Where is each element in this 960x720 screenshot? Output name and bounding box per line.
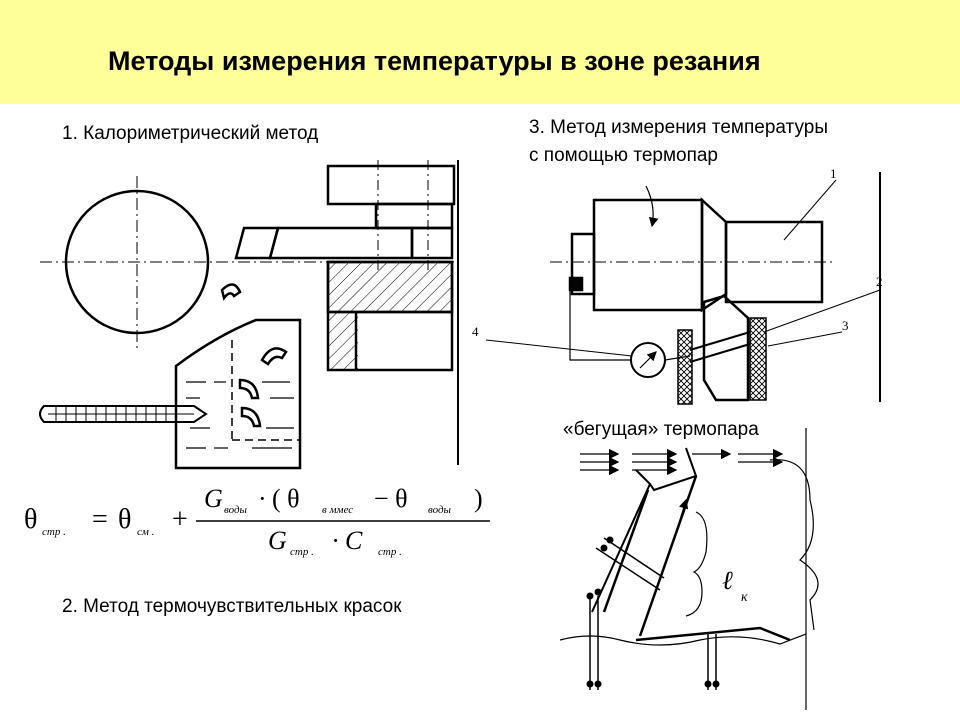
slide-title: Методы измерения температуры в зоне реза… — [108, 46, 761, 76]
method3-label-line1: 3. Метод измерения температуры — [529, 117, 828, 138]
formula-lhs-sub: стр . — [42, 526, 66, 538]
formula-num-close: ) — [474, 484, 483, 513]
insulation-left — [677, 329, 693, 405]
running-thermocouple-diagram — [559, 428, 819, 710]
calorimeter — [174, 318, 302, 470]
insulation-right — [749, 317, 767, 401]
method2-label: 2. Метод термочувствительных красок — [62, 596, 402, 617]
spindle-nose — [724, 220, 824, 304]
chip-inner — [649, 447, 698, 492]
formula-lhs: θ — [24, 504, 38, 535]
formula-num-open: ( θ — [272, 484, 300, 513]
formula-term1-sub: см . — [137, 526, 155, 538]
running-thermocouple-label: «бегущая» термопара — [563, 419, 759, 440]
formula-num-sub2: воды — [428, 504, 451, 516]
svg-text:4: 4 — [472, 324, 479, 339]
method3-label-line2: с помощью термопар — [529, 145, 718, 166]
formula-den-c-sub: стр . — [378, 546, 402, 558]
calorimetric-diagram — [39, 160, 459, 470]
formula-eq: = — [92, 504, 108, 535]
contact-length-symbol: ℓ — [722, 566, 733, 595]
formula-num-dot: · — [258, 484, 267, 513]
thermometer — [39, 405, 208, 423]
formula-term1: θ — [118, 504, 132, 535]
formula-plus: + — [172, 504, 188, 535]
title-banner — [0, 0, 960, 104]
svg-text:1: 1 — [830, 166, 837, 181]
formula-den-dot: · C — [332, 526, 363, 555]
formula-den-g: G — [268, 526, 287, 555]
formula-num-g: G — [204, 484, 223, 513]
method1-label: 1. Калориметрический метод — [62, 123, 319, 144]
spindle-body — [592, 198, 704, 312]
formula-den-g-sub: стр . — [290, 546, 314, 558]
cutter-shank — [268, 226, 414, 260]
svg-text:2: 2 — [876, 274, 883, 289]
formula-num-sub1: в ммес — [322, 504, 354, 516]
contact-length-subscript: к — [741, 590, 748, 605]
svg-text:3: 3 — [842, 318, 849, 333]
holder-top — [326, 164, 456, 206]
formula-num-g-sub: воды — [224, 504, 247, 516]
formula-num-minus: − θ — [374, 484, 408, 513]
thermocouple-diagram: 1 2 3 4 — [472, 166, 883, 405]
